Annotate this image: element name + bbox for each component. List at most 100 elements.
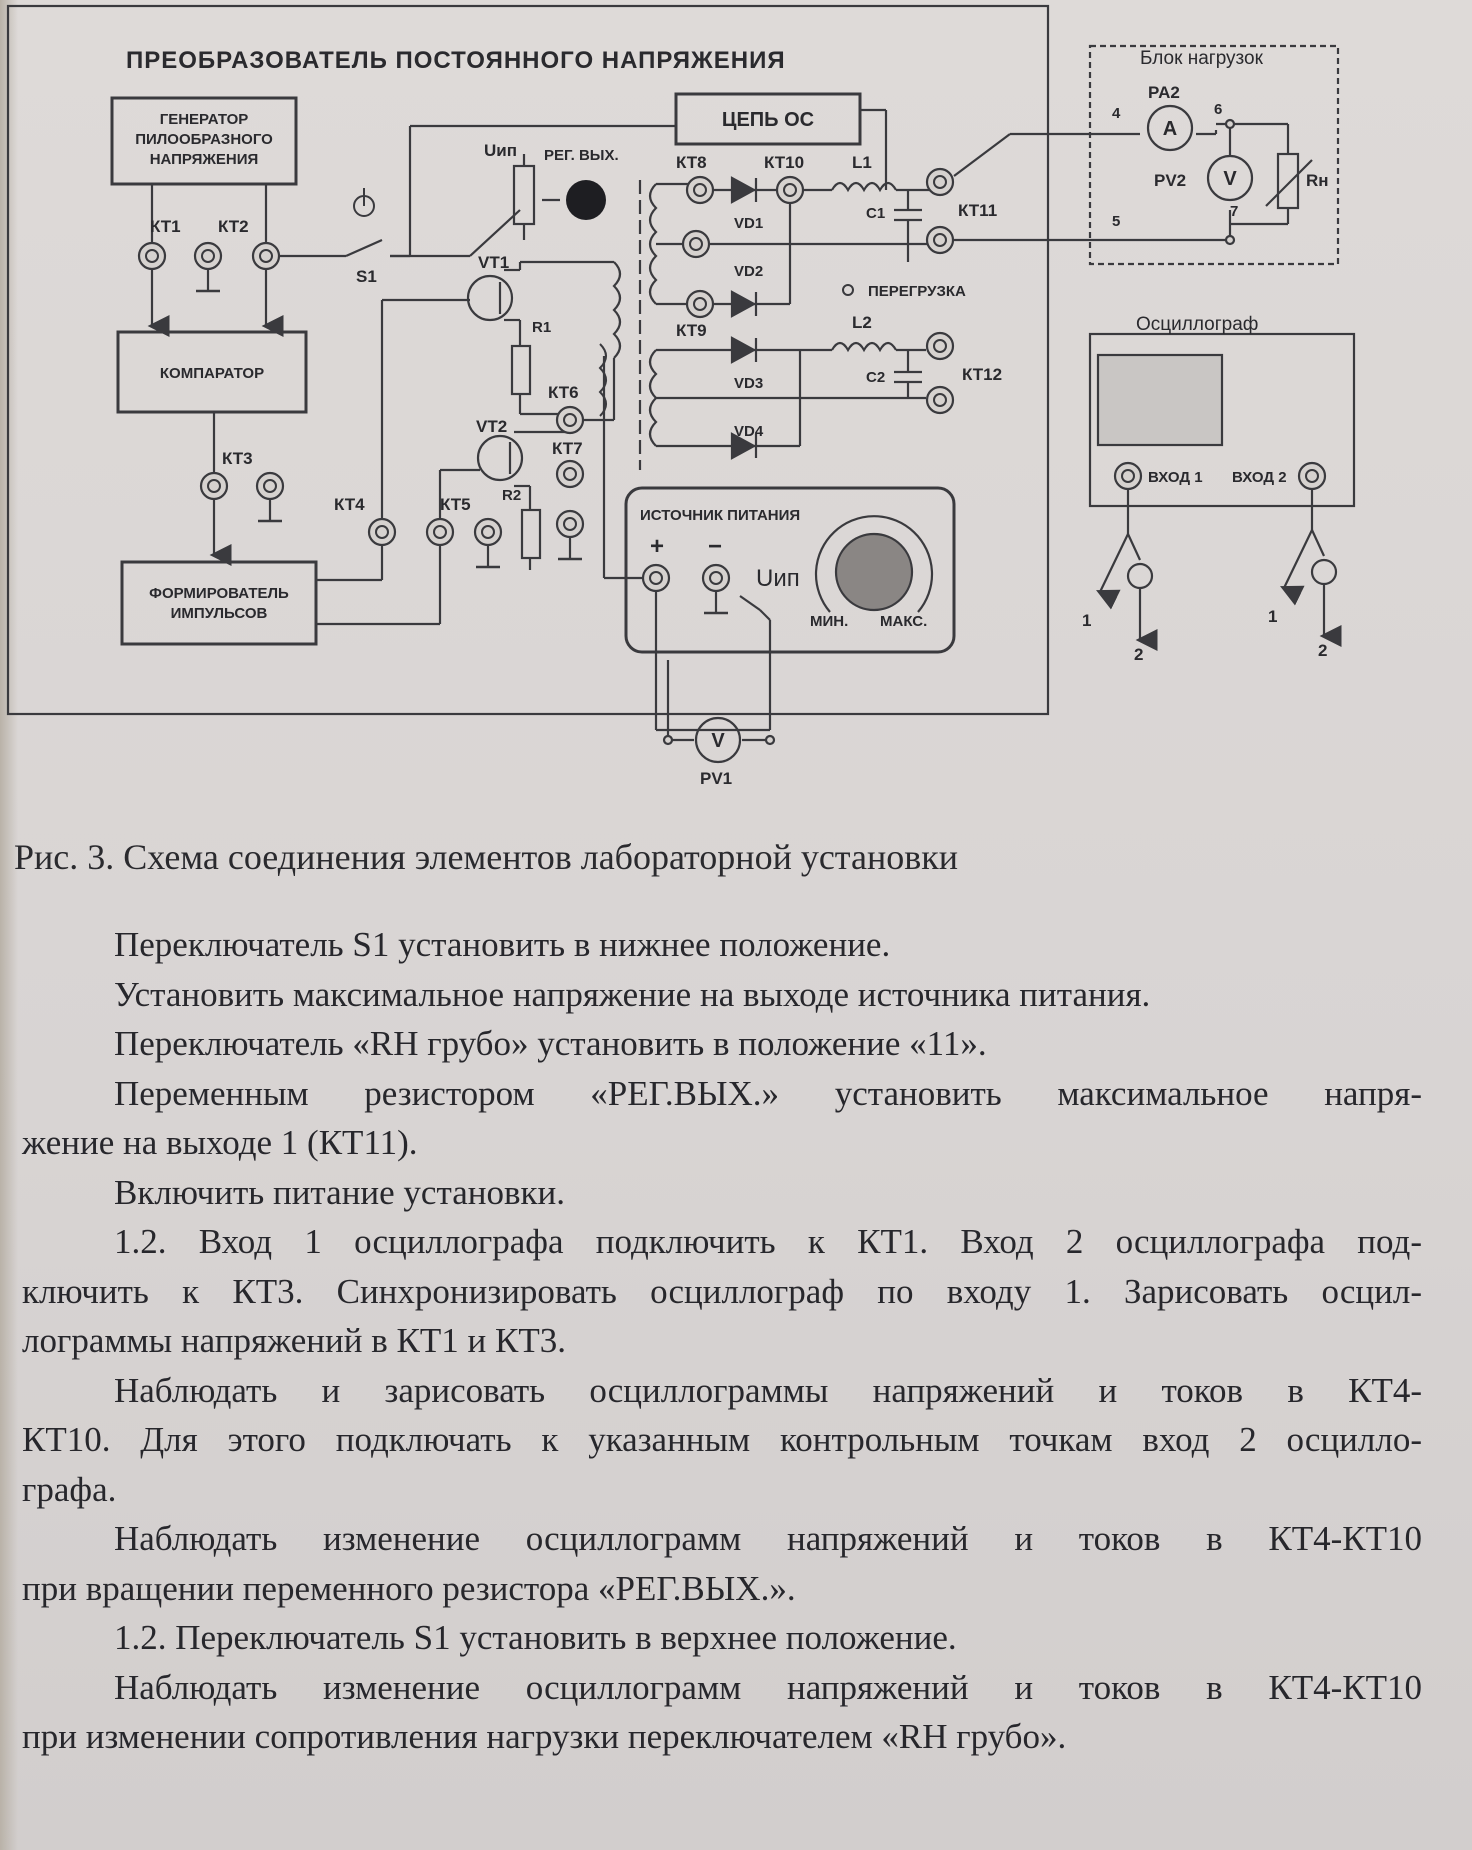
r1-label: R1 xyxy=(532,319,551,336)
jack-kt11-minus xyxy=(925,225,955,255)
kt3-label: КТ3 xyxy=(222,449,253,468)
min-label: МИН. xyxy=(810,613,848,630)
vd2-label: VD2 xyxy=(734,263,763,280)
kt12-label: КТ12 xyxy=(962,365,1002,384)
instruction-line: 1.2. Переключатель S1 установить в верхн… xyxy=(114,1618,957,1657)
ground-icon xyxy=(256,497,284,523)
jack-kt7 xyxy=(555,459,585,489)
instruction-line: Переменным резистором «РЕГ.ВЫХ.» установ… xyxy=(114,1073,1422,1113)
instruction-line: Наблюдать и зарисовать осциллограммы нап… xyxy=(114,1370,1422,1410)
instruction-line: Переключатель S1 установить в нижнее пол… xyxy=(114,925,891,964)
feedback-label: ЦЕПЬ ОС xyxy=(722,109,814,131)
l2-label: L2 xyxy=(852,313,872,332)
overload-lamp-icon xyxy=(842,284,854,296)
node-7-label: 7 xyxy=(1230,203,1238,220)
minus-label: − xyxy=(708,533,722,560)
overload-label: ПЕРЕГРУЗКА xyxy=(868,283,966,300)
kt9-label: КТ9 xyxy=(676,321,707,340)
kt10-label: КТ10 xyxy=(764,153,804,172)
jack-supply-minus xyxy=(701,563,731,593)
instruction-line: при вращении переменного резистора «РЕГ.… xyxy=(22,1568,796,1608)
page-edge-shadow xyxy=(0,0,18,1850)
jack-kt10 xyxy=(775,175,805,205)
ground-icon xyxy=(702,589,730,615)
circuit-diagram: ПРЕОБРАЗОВАТЕЛЬ ПОСТОЯННОГО НАПРЯЖЕНИЯ Г… xyxy=(6,4,1356,788)
instruction-line: Включить питание установки. xyxy=(114,1172,565,1212)
uip-supply-label: Uип xyxy=(756,565,800,592)
uip-top-label: Uип xyxy=(484,141,517,160)
c2-label: C2 xyxy=(866,369,885,386)
s1-label: S1 xyxy=(356,267,377,286)
instruction-line: графа. xyxy=(22,1469,117,1509)
oscilloscope-screen xyxy=(1096,353,1224,447)
instruction-line: лограммы напряжений в КТ1 и КТ3. xyxy=(22,1321,566,1360)
kt1-label: КТ1 xyxy=(150,217,181,236)
instruction-line: Наблюдать изменение осциллограмм напряже… xyxy=(114,1667,1422,1707)
pulse-former-label-1: ФОРМИРОВАТЕЛЬ xyxy=(149,585,289,602)
jack-supply-plus xyxy=(641,563,671,593)
voltmeter-v-label: V xyxy=(1223,168,1237,190)
vd1-label: VD1 xyxy=(734,215,763,232)
kt4-label: КТ4 xyxy=(334,495,365,514)
ground-icon xyxy=(474,543,502,569)
input-2-label: ВХОД 2 xyxy=(1232,469,1287,486)
jack-kt9 xyxy=(685,289,715,319)
figure-title: ПРЕОБРАЗОВАТЕЛЬ ПОСТОЯННОГО НАПРЯЖЕНИЯ xyxy=(126,47,786,74)
pa2-label: PA2 xyxy=(1148,83,1180,102)
instruction-line: ключить к КТ3. Синхронизировать осциллог… xyxy=(22,1271,1422,1311)
jack-kt2 xyxy=(251,241,281,271)
oscilloscope-label: Осциллограф xyxy=(1136,314,1258,335)
comparator-block xyxy=(116,330,308,414)
rn-label: Rн xyxy=(1306,171,1329,190)
pv1-v-label: V xyxy=(711,730,725,752)
l1-label: L1 xyxy=(852,153,872,172)
jack-kt8 xyxy=(685,175,715,205)
ammeter-a-label: A xyxy=(1163,118,1177,140)
generator-label-1: ГЕНЕРАТОР xyxy=(160,111,249,128)
probe-2-label: 2 xyxy=(1134,645,1143,664)
instruction-line: КТ10. Для этого подключать к указанным к… xyxy=(22,1420,1422,1459)
comparator-label: КОМПАРАТОР xyxy=(160,365,264,382)
ground-icon xyxy=(194,267,222,293)
node-6-label: 6 xyxy=(1214,101,1222,118)
toggle-switch-icon xyxy=(353,188,375,217)
instruction-line: Наблюдать изменение осциллограмм напряже… xyxy=(114,1519,1422,1558)
oscilloscope-body xyxy=(1088,332,1356,508)
jack-kt1 xyxy=(137,241,167,271)
kt6-label: КТ6 xyxy=(548,383,579,402)
feedback-block xyxy=(674,92,862,146)
jack-kt1-gnd xyxy=(193,241,223,271)
pulse-former-block xyxy=(120,560,318,646)
load-block-frame xyxy=(1088,44,1340,266)
kt8-label: КТ8 xyxy=(676,153,707,172)
power-supply-label: ИСТОЧНИК ПИТАНИЯ xyxy=(640,507,800,524)
main-panel-frame xyxy=(6,4,1050,716)
max-label: МАКС. xyxy=(880,613,927,630)
generator-label-2: ПИЛООБРАЗНОГО xyxy=(135,131,273,148)
jack-kt3-gnd xyxy=(255,471,285,501)
node-4-label: 4 xyxy=(1112,105,1121,122)
probe-1b-label: 1 xyxy=(1268,607,1277,626)
generator-block xyxy=(110,96,298,186)
vt1-label: VT1 xyxy=(478,253,509,272)
pv2-label: PV2 xyxy=(1154,171,1186,190)
input-1-label: ВХОД 1 xyxy=(1148,469,1203,486)
instructions-text: Переключатель S1 установить в нижнее пол… xyxy=(22,920,1422,1762)
instruction-line: жение на выходе 1 (КТ11). xyxy=(22,1123,418,1162)
jack-kt6 xyxy=(555,405,585,435)
jack-kt4 xyxy=(367,517,397,547)
ground-icon xyxy=(556,535,584,561)
kt7-label: КТ7 xyxy=(552,439,583,458)
jack-kt11-plus xyxy=(925,167,955,197)
node-5-label: 5 xyxy=(1112,213,1120,230)
instruction-line: Переключатель «RН грубо» установить в по… xyxy=(114,1024,987,1063)
vd3-label: VD3 xyxy=(734,375,763,392)
r2-label: R2 xyxy=(502,487,521,504)
instruction-line: при изменении сопротивления нагрузки пер… xyxy=(22,1717,1067,1756)
reg-out-knob-icon xyxy=(566,180,606,220)
jack-center-tap xyxy=(681,229,711,259)
jack-kt12-plus xyxy=(925,331,955,361)
generator-label-3: НАПРЯЖЕНИЯ xyxy=(150,151,259,168)
pulse-former-label-2: ИМПУЛЬСОВ xyxy=(171,605,268,622)
probe-2b-label: 2 xyxy=(1318,641,1327,660)
